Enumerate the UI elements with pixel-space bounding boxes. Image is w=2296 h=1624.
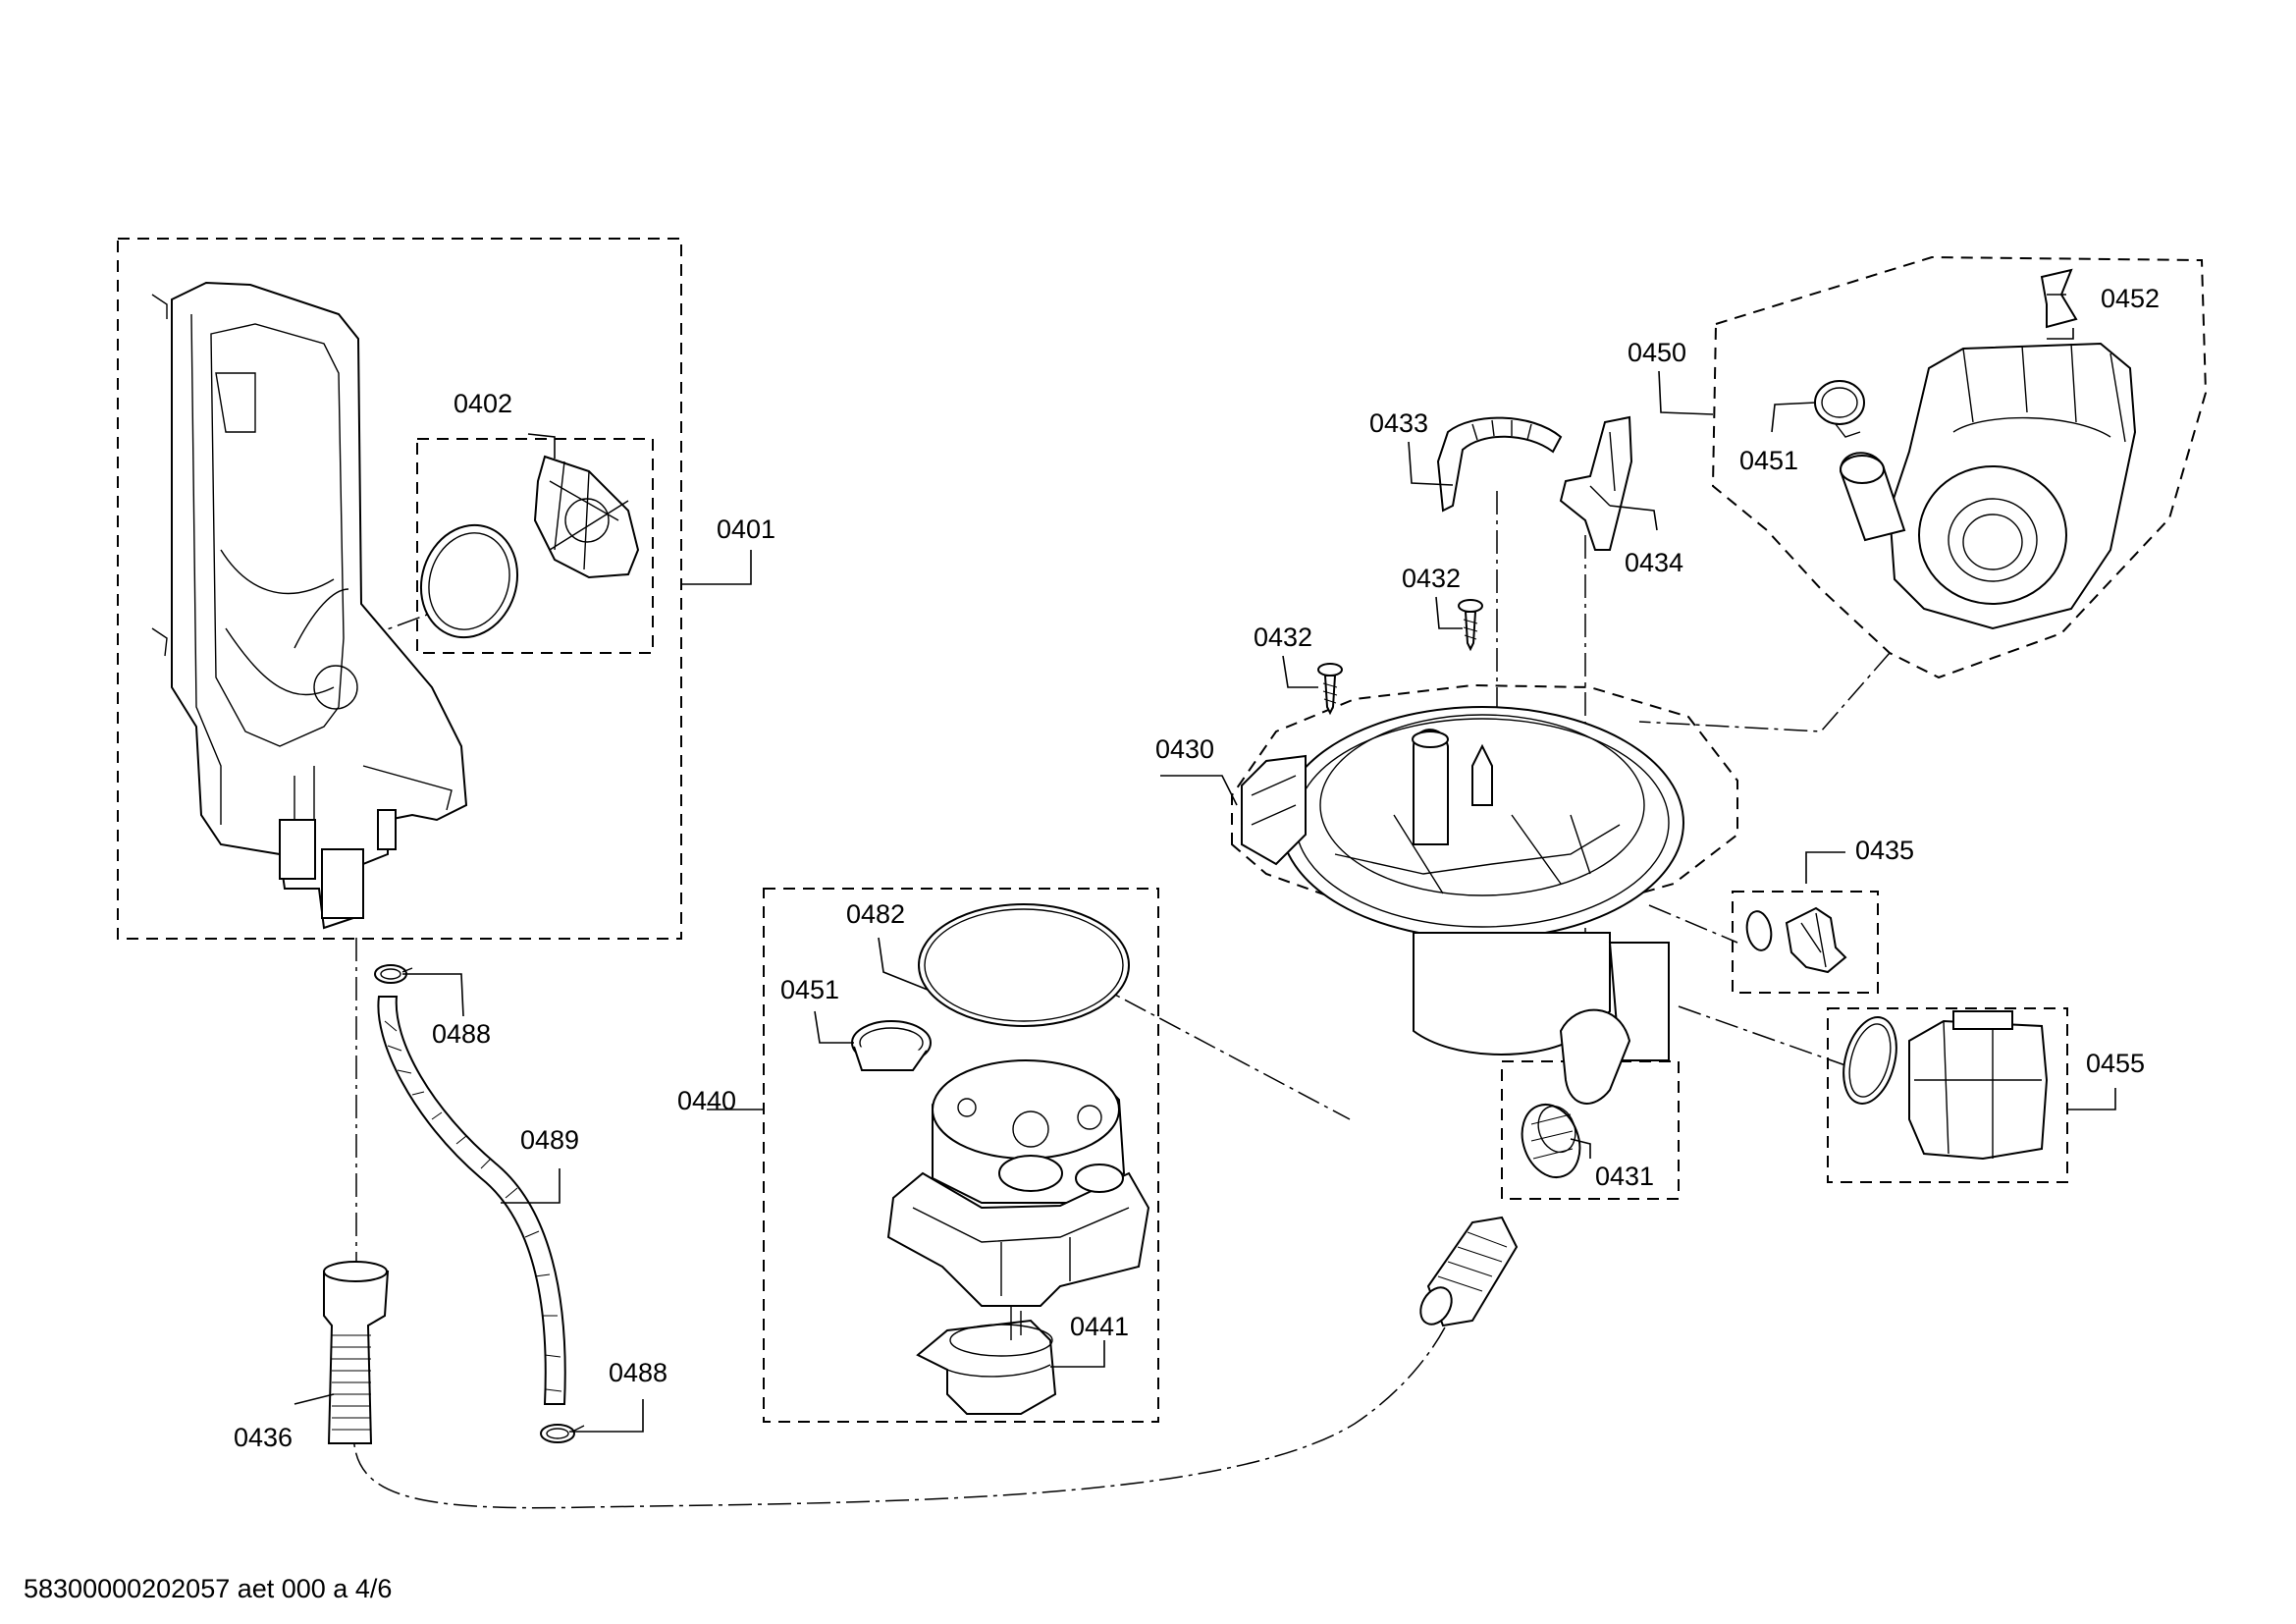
bracket-0434 [1559,415,1633,551]
leader-0432-left [1282,655,1318,688]
sump-cover-0440 [886,1059,1150,1307]
label-0431: 0431 [1595,1162,1654,1191]
label-0482: 0482 [846,899,905,929]
leader-0455 [2067,1088,2116,1110]
label-0488-bottom: 0488 [609,1358,667,1387]
valve-0435 [1745,906,1847,974]
leader-0434 [1609,505,1658,531]
corrugated-pipe-0436 [323,1261,390,1444]
leader-0432-right [1435,596,1463,629]
connector-line-0450 [1638,652,1891,732]
label-0435: 0435 [1855,836,1914,865]
cover-0402 [419,455,640,639]
group-box-0455 [1827,1007,2068,1183]
leader-0488-top [402,973,464,1017]
label-0432-right: 0432 [1402,564,1461,593]
seal-ring-0482 [918,903,1130,1027]
connector-line-drain-hose [352,938,1454,1509]
label-0455: 0455 [2086,1049,2145,1078]
label-0440: 0440 [677,1086,736,1115]
leader-0451-left [814,1010,854,1044]
leader-0451-right [1771,402,1817,433]
hose-clamp-0451-right [1814,380,1865,438]
leader-0402 [527,433,556,459]
label-0451-right: 0451 [1739,446,1798,475]
leader-0435 [1805,851,1845,884]
label-0452: 0452 [2101,284,2160,313]
pump-0455 [1842,1010,2049,1161]
hose-clamp-0488-bottom [540,1424,585,1443]
clip-0433 [1436,416,1563,513]
group-box-0435 [1732,891,1879,994]
hose-clamp-0451-left [851,1020,932,1071]
leader-0431 [1570,1138,1591,1159]
label-0434: 0434 [1625,548,1683,577]
bellows-connector [1419,1216,1519,1327]
label-0488-top: 0488 [432,1019,491,1049]
label-0436: 0436 [234,1423,293,1452]
label-0450: 0450 [1628,338,1686,367]
label-0402: 0402 [454,389,512,418]
connector-line-0435 [1648,904,1738,944]
leader-0401 [681,550,752,585]
sump-0430 [1241,706,1684,1105]
group-outline-0450 [1711,255,2208,679]
leader-0488-bottom [569,1399,644,1433]
leader-0489 [501,1168,561,1204]
leader-0433 [1408,441,1454,486]
label-0451-left: 0451 [780,975,839,1004]
group-box-0401 [117,238,682,940]
hose-0489 [377,996,566,1405]
water-container-0401 [151,281,468,930]
diagram-reference-code: 58300000202057 aet 000 a 4/6 [24,1574,392,1603]
heat-pump-0450 [1839,342,2137,630]
leader-0450 [1658,370,1714,415]
screw-0432-left [1317,663,1343,716]
leader-0482 [878,937,929,991]
label-0433: 0433 [1369,408,1428,438]
leader-0452 [2047,328,2074,340]
group-outline-0430 [1231,683,1738,920]
motor-0441 [916,1306,1057,1415]
group-box-0402 [416,438,654,654]
leader-0430 [1160,775,1238,806]
holder-0452 [2040,268,2078,329]
label-0401: 0401 [717,514,775,544]
leader-0436 [294,1393,335,1405]
connector-line-0455 [1678,1005,1846,1066]
check-valve-0431 [1521,1104,1581,1178]
group-box-0440 [763,888,1159,1423]
screw-0432-right [1458,599,1483,652]
label-0432-left: 0432 [1254,623,1312,652]
leader-0441 [1050,1340,1105,1368]
label-0441: 0441 [1070,1312,1129,1341]
label-0489: 0489 [520,1125,579,1155]
label-0430: 0430 [1155,734,1214,764]
